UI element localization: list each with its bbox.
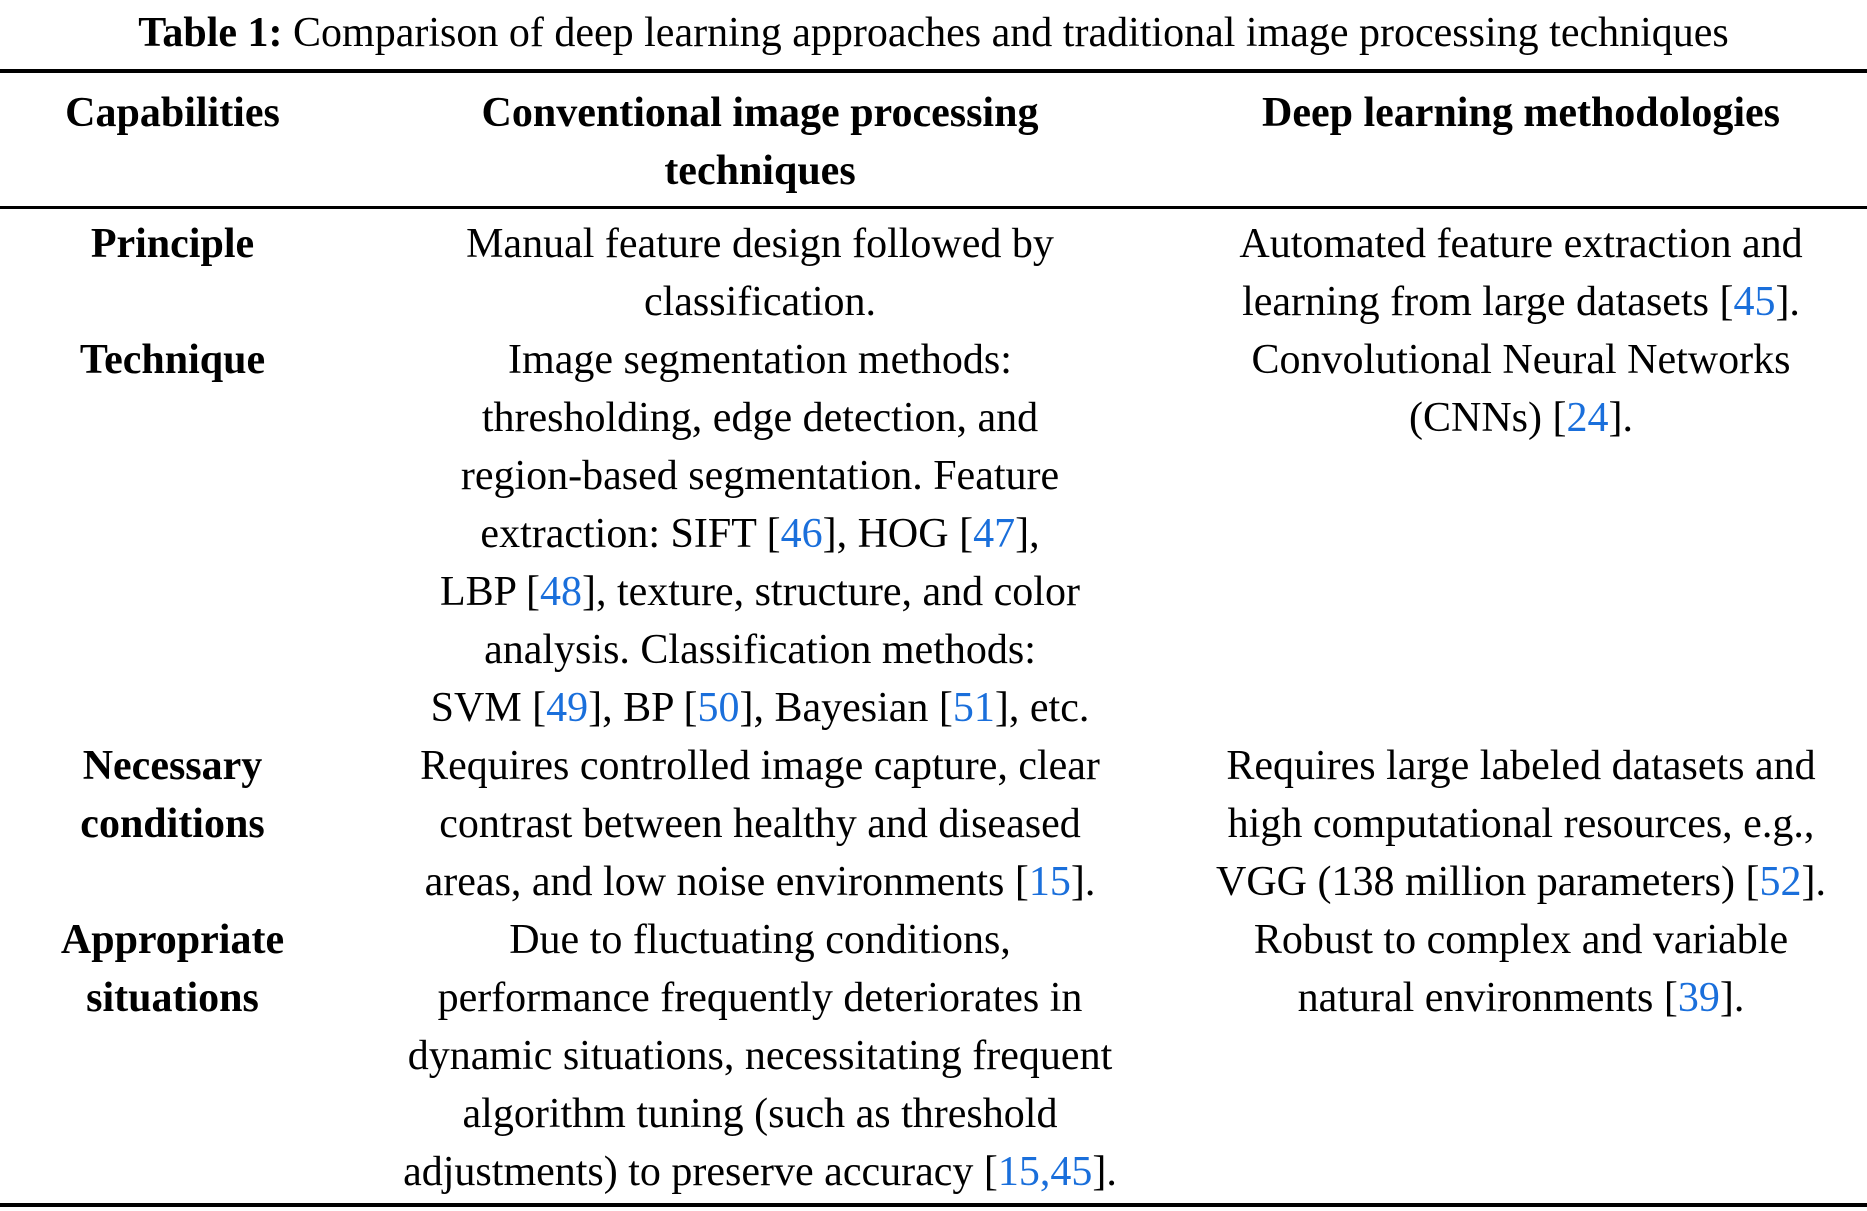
citation-link[interactable]: 52 bbox=[1759, 859, 1802, 905]
citation-link[interactable]: 51 bbox=[952, 685, 995, 731]
table-row-appropriate-situations: Appropriate situations Due to fluctuatin… bbox=[0, 911, 1867, 1201]
header-capabilities: Capabilities bbox=[65, 90, 280, 136]
table-caption-label: Table 1: bbox=[138, 10, 283, 56]
citation-link[interactable]: 48 bbox=[539, 569, 582, 615]
cell-necessary-conditions-deep-learning: Requires large labeled datasets and high… bbox=[1215, 743, 1827, 905]
cell-technique-conventional: Image segmentation methods: thresholding… bbox=[430, 337, 1090, 731]
row-label-appropriate-situations: Appropriate situations bbox=[60, 917, 285, 1021]
table-row-necessary-conditions: Necessary conditions Requires controlled… bbox=[0, 737, 1867, 911]
citation-link[interactable]: 15,45 bbox=[997, 1149, 1093, 1195]
table-caption-body: Comparison of deep learning approaches a… bbox=[293, 10, 1729, 56]
citation-link[interactable]: 46 bbox=[780, 511, 823, 557]
cell-principle-conventional: Manual feature design followed by classi… bbox=[466, 221, 1054, 325]
header-conventional: Conventional image processing techniques bbox=[481, 90, 1039, 194]
table-caption: Table 1: Comparison of deep learning app… bbox=[0, 0, 1867, 60]
citation-link[interactable]: 39 bbox=[1677, 975, 1720, 1021]
table-caption-text bbox=[283, 10, 294, 56]
citation-link[interactable]: 24 bbox=[1566, 395, 1609, 441]
citation-link[interactable]: 49 bbox=[546, 685, 589, 731]
citation-link[interactable]: 50 bbox=[697, 685, 740, 731]
cell-technique-deep-learning: Convolutional Neural Networks (CNNs) [24… bbox=[1251, 337, 1791, 441]
table-row-technique: Technique Image segmentation methods: th… bbox=[0, 331, 1867, 737]
row-label-technique: Technique bbox=[79, 337, 266, 383]
table-header-rule bbox=[0, 206, 1867, 209]
cell-principle-deep-learning: Automated feature extraction and learnin… bbox=[1239, 221, 1803, 325]
table-body: Principle Manual feature design followed… bbox=[0, 209, 1867, 1203]
table-bottom-rule bbox=[0, 1203, 1867, 1207]
cell-necessary-conditions-conventional: Requires controlled image capture, clear… bbox=[420, 743, 1100, 905]
cell-appropriate-situations-conventional: Due to fluctuating conditions, performan… bbox=[403, 917, 1117, 1195]
citation-link[interactable]: 15 bbox=[1028, 859, 1071, 905]
row-label-principle: Principle bbox=[90, 221, 255, 267]
table-top-rule bbox=[0, 69, 1867, 73]
table-header-row: Capabilities Conventional image processi… bbox=[0, 73, 1867, 206]
cell-appropriate-situations-deep-learning: Robust to complex and variable natural e… bbox=[1253, 917, 1789, 1021]
header-deep-learning: Deep learning methodologies bbox=[1262, 90, 1780, 136]
table-row-principle: Principle Manual feature design followed… bbox=[0, 215, 1867, 331]
citation-link[interactable]: 47 bbox=[973, 511, 1016, 557]
citation-link[interactable]: 45 bbox=[1733, 279, 1776, 325]
row-label-necessary-conditions: Necessary conditions bbox=[80, 743, 265, 847]
